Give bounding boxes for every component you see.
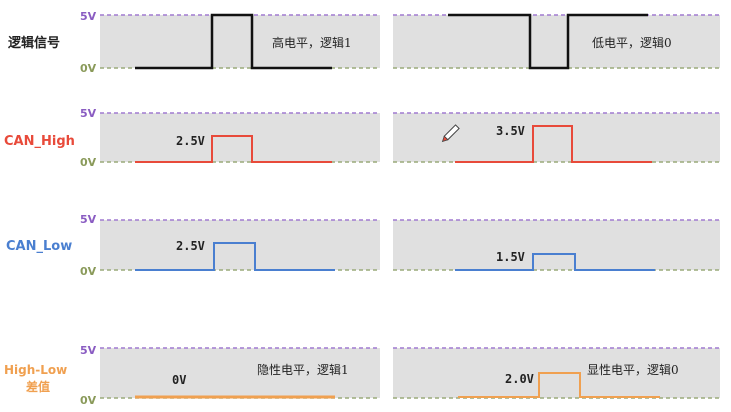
- row-can-low: CAN_Low 5V 0V 2.5V 1.5V: [6, 213, 720, 278]
- can-high-waveform-right: [455, 125, 652, 163]
- panel-right: [393, 220, 720, 270]
- panel-left: [100, 348, 380, 398]
- level-label-can-low-left: 2.5V: [176, 239, 205, 253]
- level-label-can-high-left: 2.5V: [176, 134, 205, 148]
- can-low-waveform-right: [455, 253, 655, 271]
- pen-cursor-icon: [441, 124, 460, 143]
- row-can-high: CAN_High 5V 0V 2.5V 3.5V: [4, 107, 720, 169]
- level-label-diff-left: 0V: [172, 373, 186, 387]
- level-label-can-high-right: 3.5V: [496, 124, 525, 138]
- axis-label-5v: 5V: [80, 10, 97, 23]
- row-label-high-low: High-Low: [4, 363, 67, 377]
- logic-waveform-left: [135, 13, 332, 70]
- axis-label-0v: 0V: [80, 62, 97, 75]
- row-high-low: High-Low 差值 5V 0V 0V 隐性电平，逻辑1 2.0V 显性电平，…: [4, 344, 720, 407]
- row-logic: 逻辑信号 5V 0V 高电平，逻辑1 低电平，逻辑0: [8, 10, 720, 75]
- annotation-diff-left: 隐性电平，逻辑1: [257, 363, 349, 377]
- panel-right: [393, 15, 720, 68]
- axis-label-0v: 0V: [80, 156, 97, 169]
- panel-left: [100, 113, 380, 162]
- axis-label-0v: 0V: [80, 265, 97, 278]
- row-label-can-high: CAN_High: [4, 134, 75, 149]
- logic-waveform-right: [448, 13, 648, 70]
- can-high-waveform-left: [135, 135, 332, 163]
- axis-label-0v: 0V: [80, 394, 97, 407]
- axis-label-5v: 5V: [80, 344, 97, 357]
- row-label-can-low: CAN_Low: [6, 239, 72, 254]
- level-label-can-low-right: 1.5V: [496, 250, 525, 264]
- annotation-diff-right: 显性电平，逻辑0: [587, 363, 679, 377]
- diff-waveform-right: [458, 372, 660, 398]
- panel-left: [100, 220, 380, 270]
- row-label-logic: 逻辑信号: [8, 35, 60, 51]
- axis-label-5v: 5V: [80, 107, 97, 120]
- annotation-logic-right: 低电平，逻辑0: [592, 36, 672, 50]
- panel-left: [100, 15, 380, 68]
- level-label-diff-right: 2.0V: [505, 372, 534, 386]
- axis-label-5v: 5V: [80, 213, 97, 226]
- panel-right: [393, 113, 720, 162]
- annotation-logic-left: 高电平，逻辑1: [272, 35, 352, 50]
- row-label-high-low-sub: 差值: [25, 379, 50, 394]
- can-low-waveform-left: [135, 242, 335, 271]
